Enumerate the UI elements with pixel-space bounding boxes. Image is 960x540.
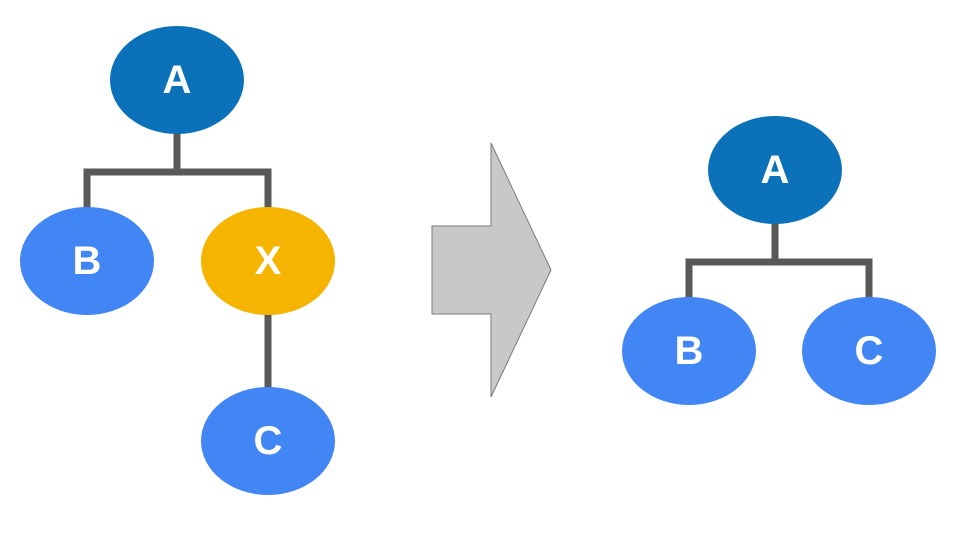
after-tree: A B C	[622, 116, 936, 405]
before-node-b-label: B	[73, 239, 102, 283]
after-edge-a-to-children	[685, 222, 873, 298]
after-node-c-shape	[802, 297, 936, 405]
before-node-b-shape	[20, 207, 154, 315]
before-node-b: B	[20, 207, 154, 315]
before-node-c-shape	[201, 387, 335, 495]
before-node-c: C	[201, 387, 335, 495]
before-node-a: A	[110, 26, 244, 134]
edge-a-to-children	[83, 132, 272, 208]
after-node-c-label: C	[855, 329, 884, 373]
before-tree: A B X C	[20, 26, 335, 495]
right-arrow-icon	[431, 142, 552, 398]
after-node-a-shape	[708, 116, 842, 224]
after-node-b-shape	[622, 297, 756, 405]
after-node-c: C	[802, 297, 936, 405]
after-node-a-label: A	[761, 148, 790, 192]
before-node-x-label: X	[255, 239, 282, 283]
before-node-a-shape	[110, 26, 244, 134]
after-node-b: B	[622, 297, 756, 405]
after-node-a: A	[708, 116, 842, 224]
before-node-c-label: C	[254, 419, 283, 463]
before-node-x-shape	[201, 207, 335, 315]
before-node-a-label: A	[163, 58, 192, 102]
after-node-b-label: B	[675, 329, 704, 373]
before-node-x: X	[201, 207, 335, 315]
